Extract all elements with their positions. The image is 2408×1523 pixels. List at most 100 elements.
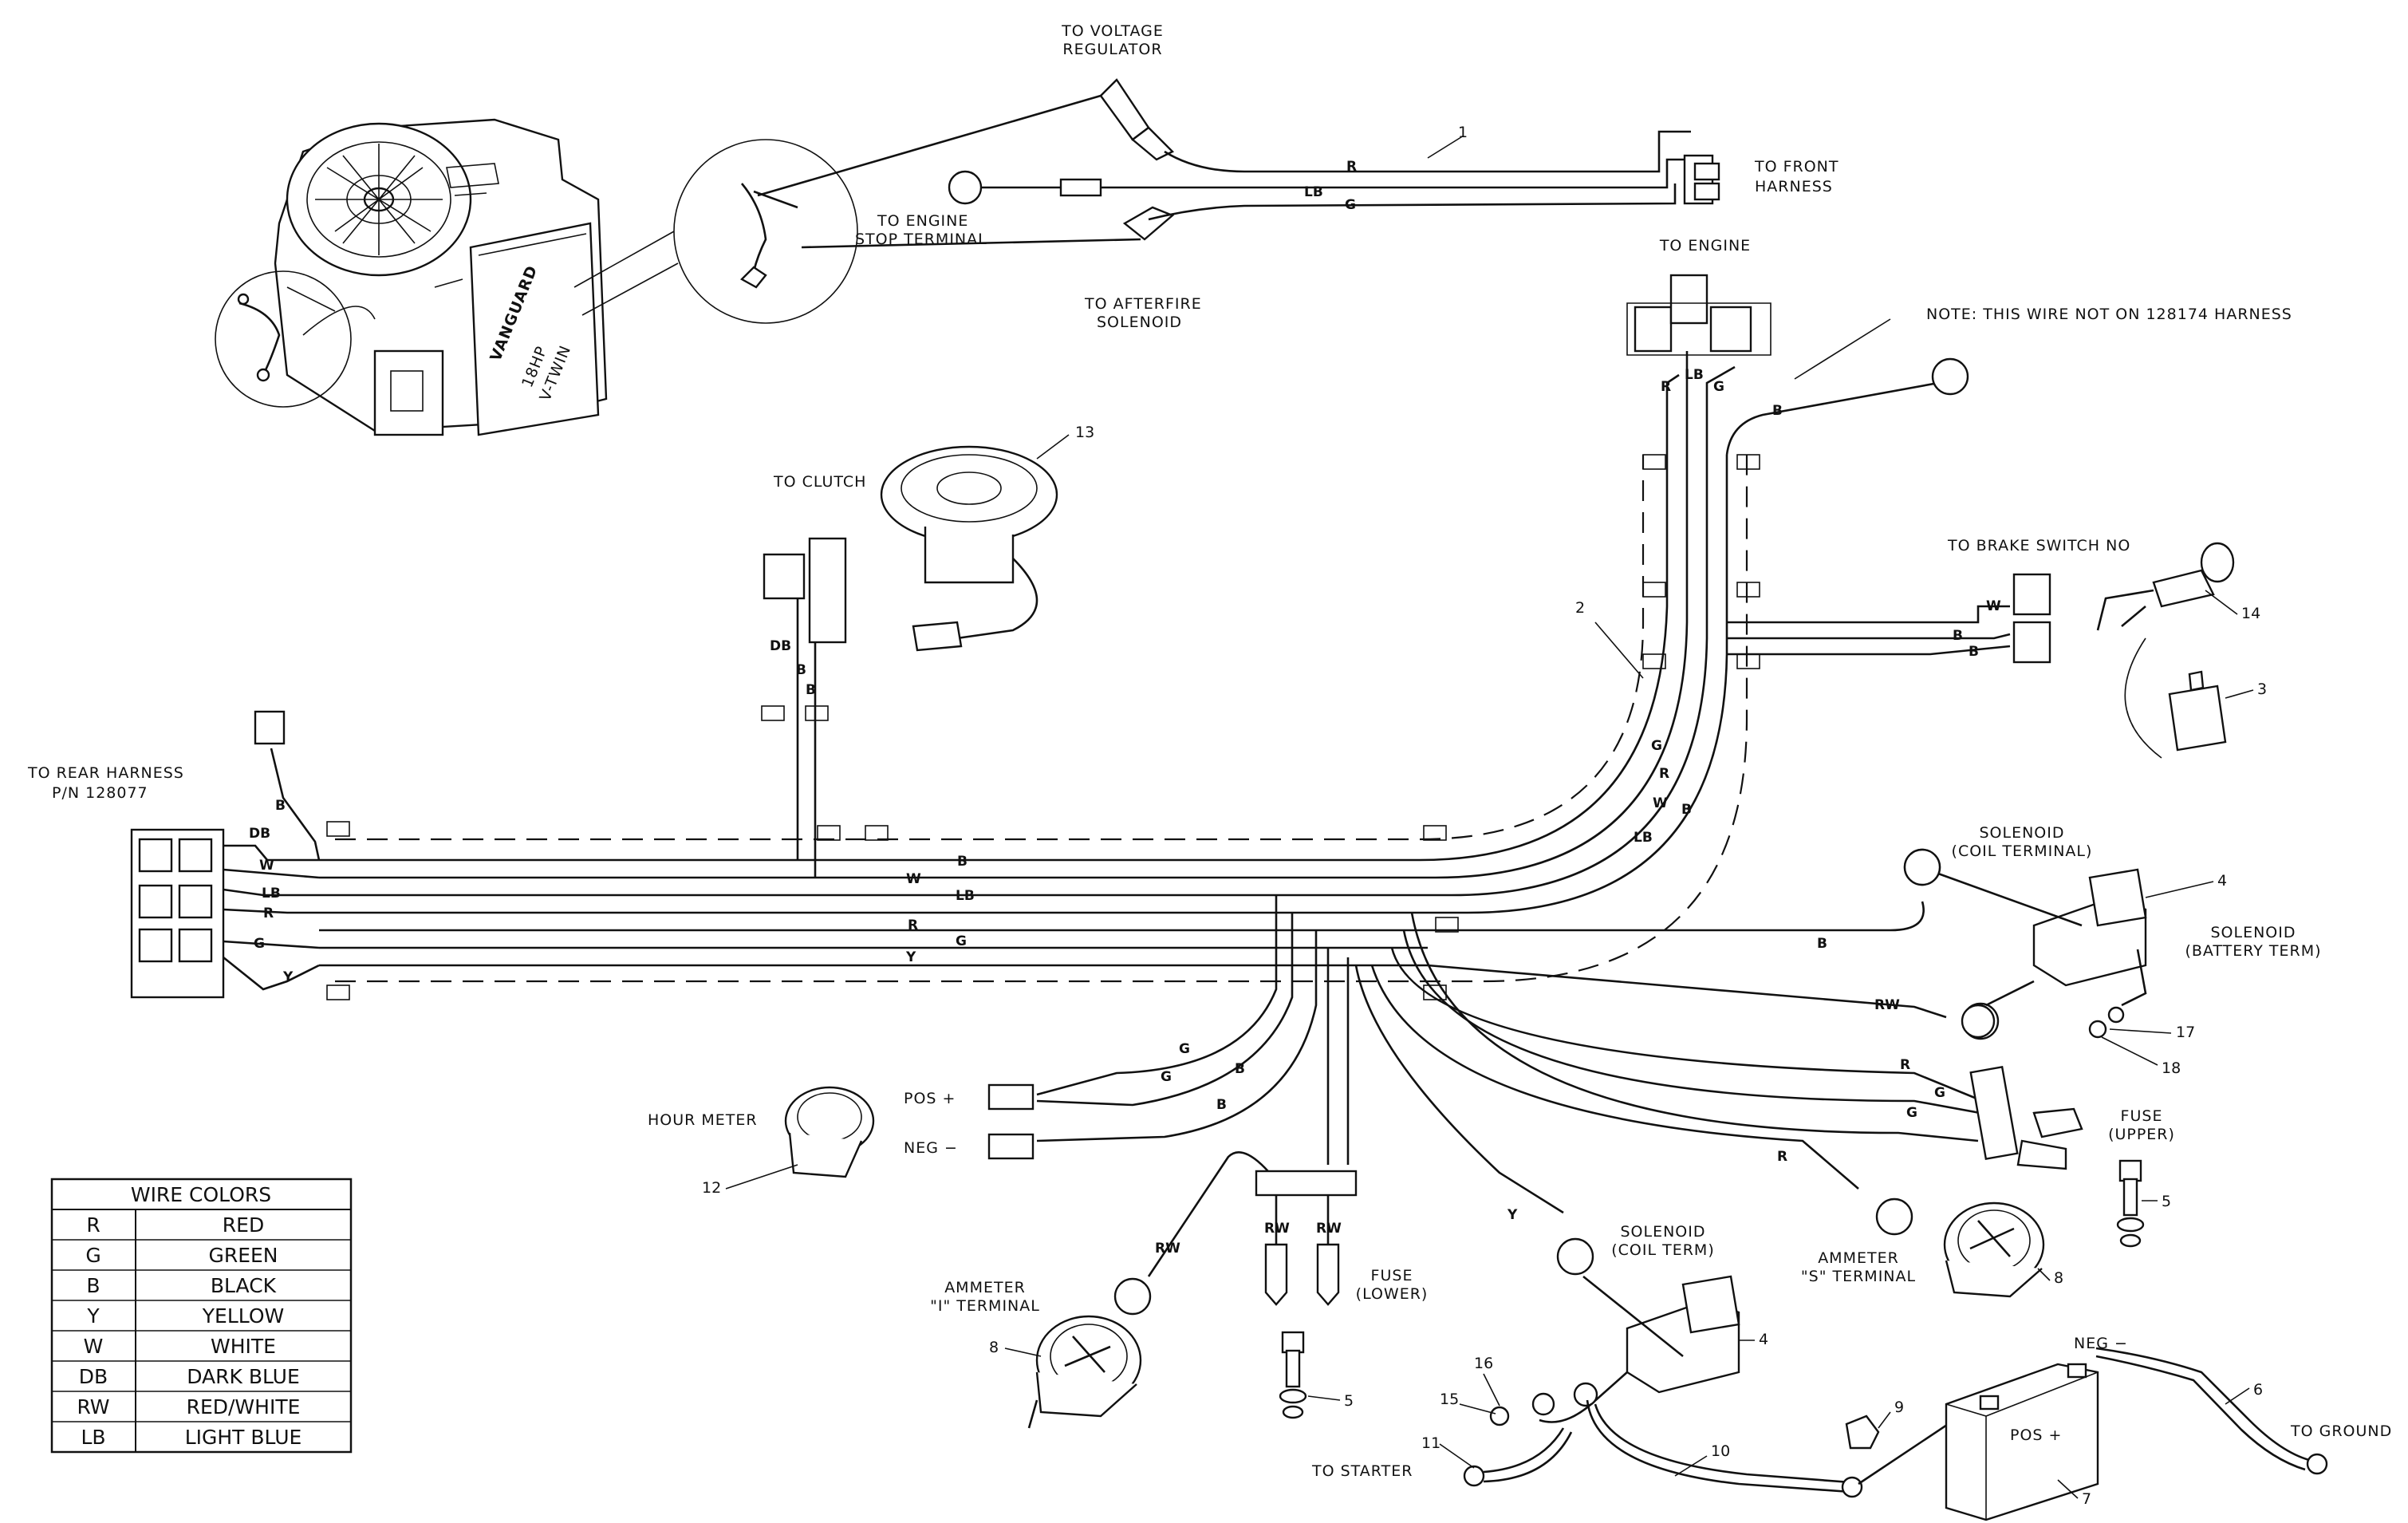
part-number-callouts: 1 2 3 4 4 5 5 6 7 8 8 9 10 11 12 13 14 1… [702, 124, 2267, 1508]
label-ammeter-i-1: AMMETER [944, 1279, 1026, 1296]
part-number: 17 [2176, 1024, 2195, 1041]
wire-color-name: LIGHT BLUE [185, 1426, 302, 1449]
wire-colors-title: WIRE COLORS [131, 1183, 271, 1206]
wire-label: G [1651, 738, 1662, 754]
label-fuse-lower-2: (LOWER) [1356, 1285, 1429, 1303]
part-number: 11 [1421, 1434, 1440, 1452]
label-to-brake-switch: TO BRAKE SWITCH NO [1947, 537, 2130, 554]
wire-label: W [1986, 598, 2001, 614]
label-to-engine-stop-2: STOP TERMINAL [855, 231, 987, 248]
label-battery-neg: NEG − [2074, 1335, 2128, 1352]
wire-label: W [259, 858, 274, 874]
label-to-clutch: TO CLUTCH [773, 473, 866, 491]
wire-colors-table: WIRE COLORS R RED G GREEN B BLACK Y YELL… [50, 1178, 353, 1454]
wire-label: RW [1874, 997, 1900, 1013]
label-to-engine: TO ENGINE [1659, 237, 1751, 254]
wire-label: B [1953, 628, 1963, 644]
wire-label: B [806, 682, 816, 698]
label-to-voltage-regulator-2: REGULATOR [1062, 41, 1162, 58]
part-number: 6 [2253, 1381, 2263, 1399]
label-solenoid-coil-lower-2: (COIL TERM) [1611, 1241, 1714, 1259]
wire-color-code: RW [77, 1395, 109, 1418]
part-number: 3 [2257, 681, 2267, 698]
label-fuse-upper-1: FUSE [2121, 1107, 2163, 1125]
top-harness: R LB G [757, 78, 1720, 249]
wire-label: B [957, 854, 968, 870]
label-to-afterfire-2: SOLENOID [1097, 314, 1182, 331]
callout-labels: TO VOLTAGE REGULATOR TO FRONT HARNESS TO… [27, 22, 2391, 1480]
wire-color-code: Y [86, 1304, 100, 1328]
hour-meter [784, 1086, 875, 1178]
label-to-starter: TO STARTER [1311, 1462, 1413, 1480]
part-number: 2 [1575, 599, 1585, 617]
wire-label: G [254, 936, 265, 952]
label-ammeter-i-2: "I" TERMINAL [930, 1297, 1040, 1315]
brake-switch [2096, 542, 2235, 759]
wire-label: B [275, 798, 286, 814]
solenoid-upper [1903, 848, 2147, 1039]
wire-color-name: RED [223, 1213, 264, 1237]
wire-label: R [1659, 766, 1669, 782]
wire-color-code: R [86, 1213, 100, 1237]
label-to-rear-harness-1: TO REAR HARNESS [27, 764, 184, 782]
solenoid-lower [1489, 1275, 1740, 1426]
wire-label: R [1661, 379, 1671, 395]
engine-illustration: VANGUARD 18HP V-TWIN [215, 118, 608, 436]
part-number: 14 [2241, 605, 2260, 622]
wire-label: LB [262, 886, 281, 902]
part-number: 5 [1344, 1392, 1354, 1410]
wire-label: R [1777, 1149, 1787, 1165]
label-to-front-harness-2: HARNESS [1755, 178, 1833, 195]
wire-label: RW [1155, 1241, 1180, 1257]
terminal-cover-9 [1845, 1414, 1880, 1450]
wire-label-R-top: R [1346, 159, 1357, 175]
label-solenoid-battery-1: SOLENOID [2210, 924, 2296, 941]
label-neg: NEG − [904, 1139, 958, 1157]
wire-label: LB [956, 888, 975, 904]
wire-label: G [1161, 1069, 1172, 1085]
label-solenoid-coil-lower-1: SOLENOID [1620, 1223, 1705, 1241]
connector-detail-circle [573, 139, 858, 324]
label-solenoid-coil-upper-2: (COIL TERMINAL) [1952, 842, 2093, 860]
part-number: 13 [1075, 424, 1094, 441]
label-fuse-lower-1: FUSE [1371, 1267, 1413, 1284]
label-to-engine-stop-1: TO ENGINE [877, 212, 968, 230]
wire-label: B [1235, 1061, 1245, 1077]
wire-label: G [1713, 379, 1724, 395]
label-battery-pos: POS + [2010, 1426, 2062, 1444]
label-note: NOTE: THIS WIRE NOT ON 128174 HARNESS [1926, 306, 2292, 323]
part-number: 7 [2082, 1490, 2091, 1508]
wire-label: R [263, 906, 274, 921]
wire-label: B [796, 662, 806, 678]
wire-color-code: DB [79, 1365, 108, 1388]
part-number: 9 [1894, 1399, 1904, 1416]
clutch-component [880, 445, 1058, 652]
part-number: 1 [1458, 124, 1468, 141]
label-to-afterfire-1: TO AFTERFIRE [1084, 295, 1202, 313]
label-ammeter-s-1: AMMETER [1818, 1249, 1899, 1267]
wire-label: B [1969, 644, 1979, 660]
wire-color-name: BLACK [211, 1274, 277, 1297]
wire-label: G [956, 933, 967, 949]
wire-label-G-top: G [1345, 197, 1356, 213]
wire-label: W [906, 871, 921, 887]
part-number: 15 [1440, 1391, 1459, 1408]
wire-label: W [1653, 795, 1668, 811]
part-number: 5 [2162, 1193, 2171, 1210]
wire-label: Y [905, 949, 916, 965]
label-solenoid-coil-upper-1: SOLENOID [1979, 824, 2064, 842]
wire-label: B [1681, 802, 1692, 818]
wire-label: R [908, 917, 918, 933]
label-to-voltage-regulator-1: TO VOLTAGE [1061, 22, 1164, 40]
wire-label: RW [1316, 1221, 1342, 1237]
wire-label: G [1906, 1105, 1917, 1121]
label-ammeter-s-2: "S" TERMINAL [1801, 1268, 1916, 1285]
wire-label: B [1772, 403, 1783, 419]
wire-label: LB [1634, 830, 1653, 846]
wire-label: DB [249, 826, 270, 842]
wire-label: Y [1507, 1207, 1518, 1223]
wire-color-code: B [86, 1274, 100, 1297]
wire-color-name: GREEN [208, 1244, 278, 1267]
label-pos: POS + [904, 1090, 956, 1107]
